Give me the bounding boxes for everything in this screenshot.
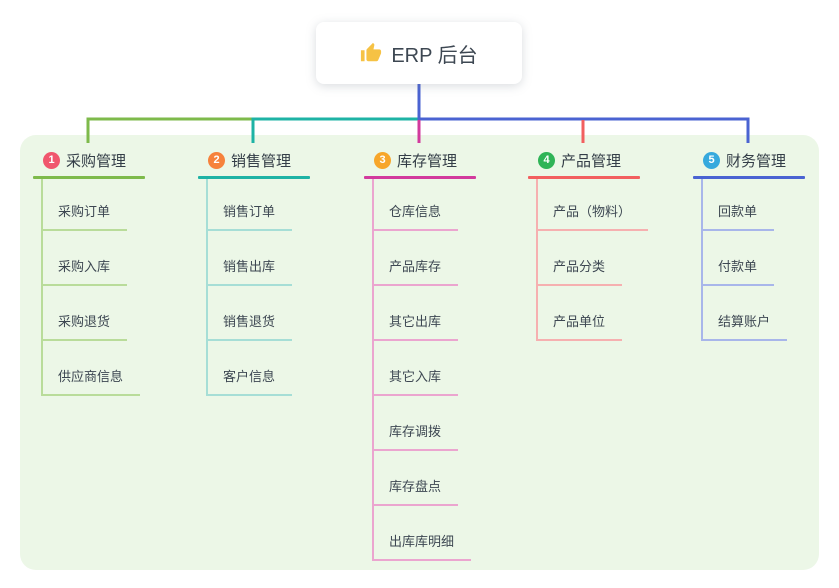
branch-node[interactable]: 3 库存管理: [374, 150, 457, 170]
root-label: ERP 后台: [391, 44, 478, 67]
branch-underline: [528, 176, 640, 179]
thumbs-up-icon: [360, 42, 382, 64]
branch-underline: [33, 176, 145, 179]
branches-panel: [20, 135, 819, 570]
sub-node[interactable]: 产品（物料）: [536, 203, 649, 231]
sub-node[interactable]: 产品库存: [372, 258, 459, 286]
sub-node[interactable]: 销售订单: [206, 203, 293, 231]
sub-node[interactable]: 采购订单: [41, 203, 128, 231]
sub-node[interactable]: 其它出库: [372, 313, 459, 341]
branch-child-rail: [536, 179, 538, 341]
branch-node[interactable]: 2 销售管理: [208, 150, 291, 170]
sub-node[interactable]: 库存盘点: [372, 478, 459, 506]
branch-child-rail: [372, 179, 374, 561]
branch-number-badge: 4: [538, 151, 555, 169]
sub-node[interactable]: 客户信息: [206, 368, 293, 396]
sub-node[interactable]: 产品单位: [536, 313, 623, 341]
branch-node[interactable]: 1 采购管理: [43, 150, 126, 170]
branch-number-badge: 3: [374, 151, 391, 169]
sub-node[interactable]: 仓库信息: [372, 203, 459, 231]
branch-underline: [364, 176, 476, 179]
branch-underline: [693, 176, 805, 179]
branch-underline: [198, 176, 310, 179]
sub-node[interactable]: 供应商信息: [41, 368, 141, 396]
branch-label: 采购管理: [66, 152, 127, 170]
branch-label: 库存管理: [397, 152, 458, 170]
sub-node[interactable]: 结算账户: [701, 313, 788, 341]
sub-node[interactable]: 销售出库: [206, 258, 293, 286]
root-node-erp[interactable]: ERP 后台: [316, 22, 522, 84]
branch-label: 产品管理: [561, 152, 622, 170]
branch-label: 财务管理: [726, 152, 787, 170]
branch-number-badge: 1: [43, 151, 60, 169]
sub-node[interactable]: 销售退货: [206, 313, 293, 341]
sub-node[interactable]: 采购入库: [41, 258, 128, 286]
branch-number-badge: 2: [208, 151, 225, 169]
sub-node[interactable]: 库存调拨: [372, 423, 459, 451]
sub-node[interactable]: 付款单: [701, 258, 775, 286]
branch-number-badge: 5: [703, 151, 720, 169]
sub-node[interactable]: 回款单: [701, 203, 775, 231]
branch-label: 销售管理: [231, 152, 292, 170]
sub-node[interactable]: 采购退货: [41, 313, 128, 341]
branch-child-rail: [701, 179, 703, 341]
branch-node[interactable]: 4 产品管理: [538, 150, 621, 170]
branch-node[interactable]: 5 财务管理: [703, 150, 786, 170]
sub-node[interactable]: 产品分类: [536, 258, 623, 286]
sub-node[interactable]: 其它入库: [372, 368, 459, 396]
branch-child-rail: [41, 179, 43, 396]
sub-node[interactable]: 出库库明细: [372, 533, 472, 561]
branch-child-rail: [206, 179, 208, 396]
